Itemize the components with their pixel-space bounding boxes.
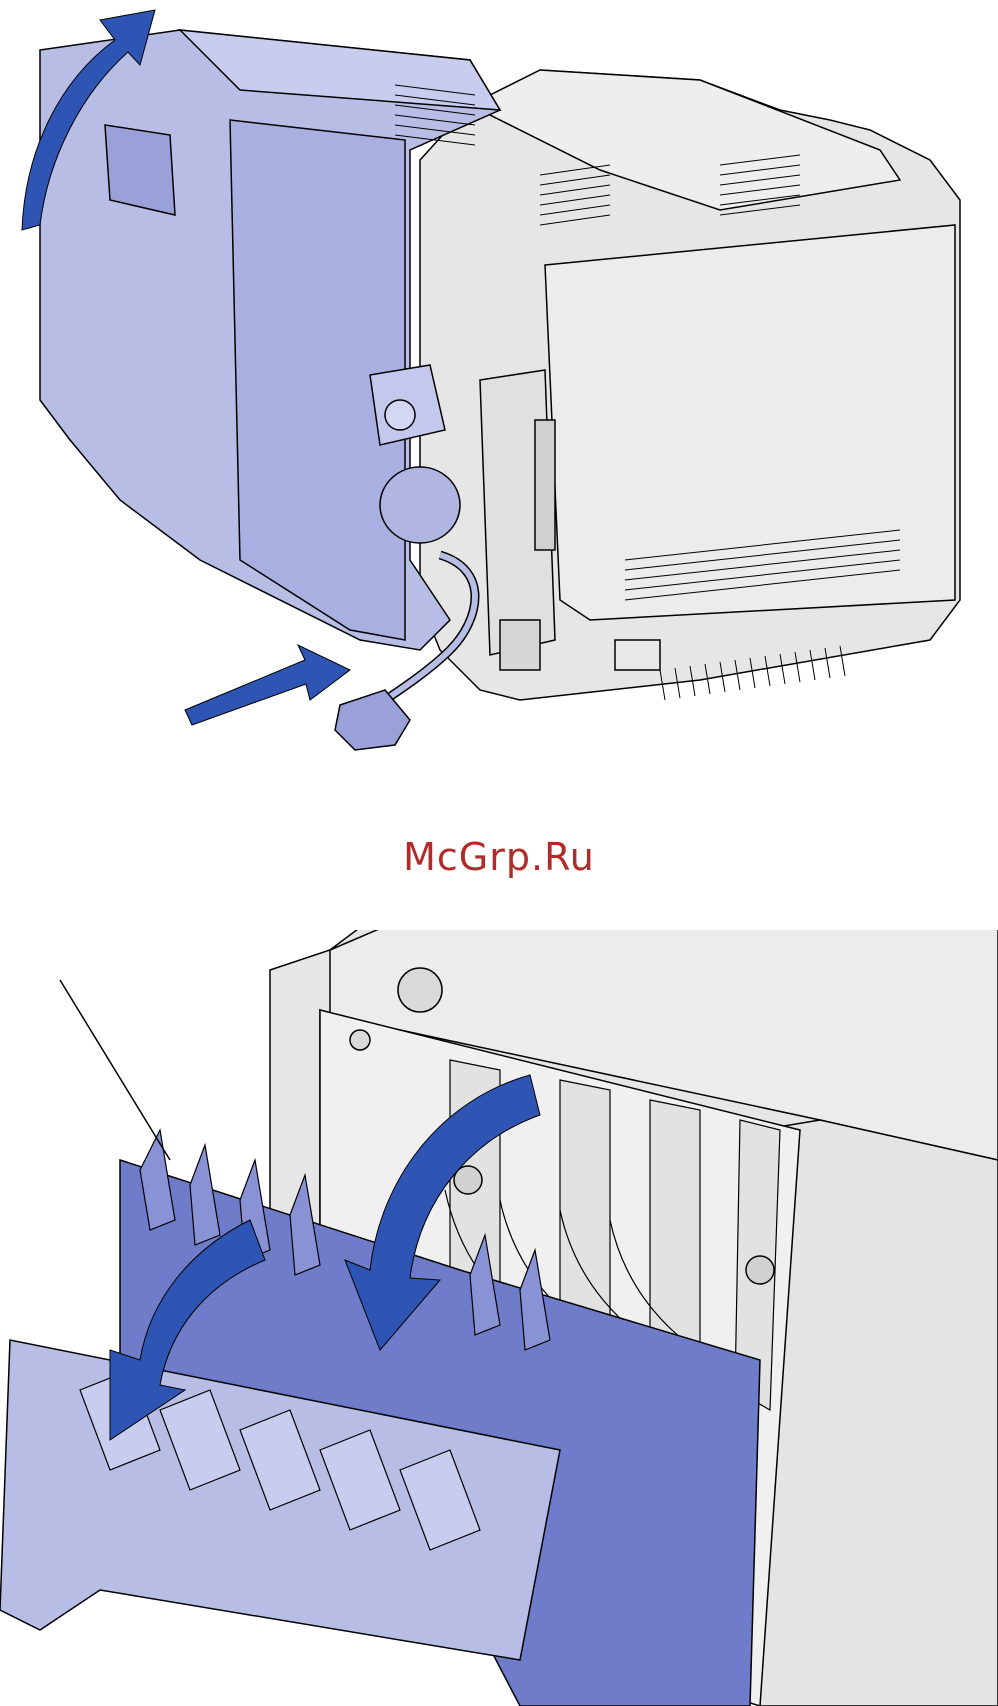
bottom-figure: [0, 930, 998, 1706]
watermark-label: McGrp.Ru: [403, 835, 595, 879]
cable-insert-arrow: [185, 645, 350, 725]
duplex-door-illustration: [0, 930, 998, 1706]
watermark-text: McGrp.Ru: [0, 835, 998, 879]
printer-rear-illustration: [0, 0, 998, 760]
callout-line: [60, 980, 170, 1160]
cable-plug: [335, 690, 410, 750]
top-figure: [0, 0, 998, 760]
printer-body: [420, 70, 960, 700]
